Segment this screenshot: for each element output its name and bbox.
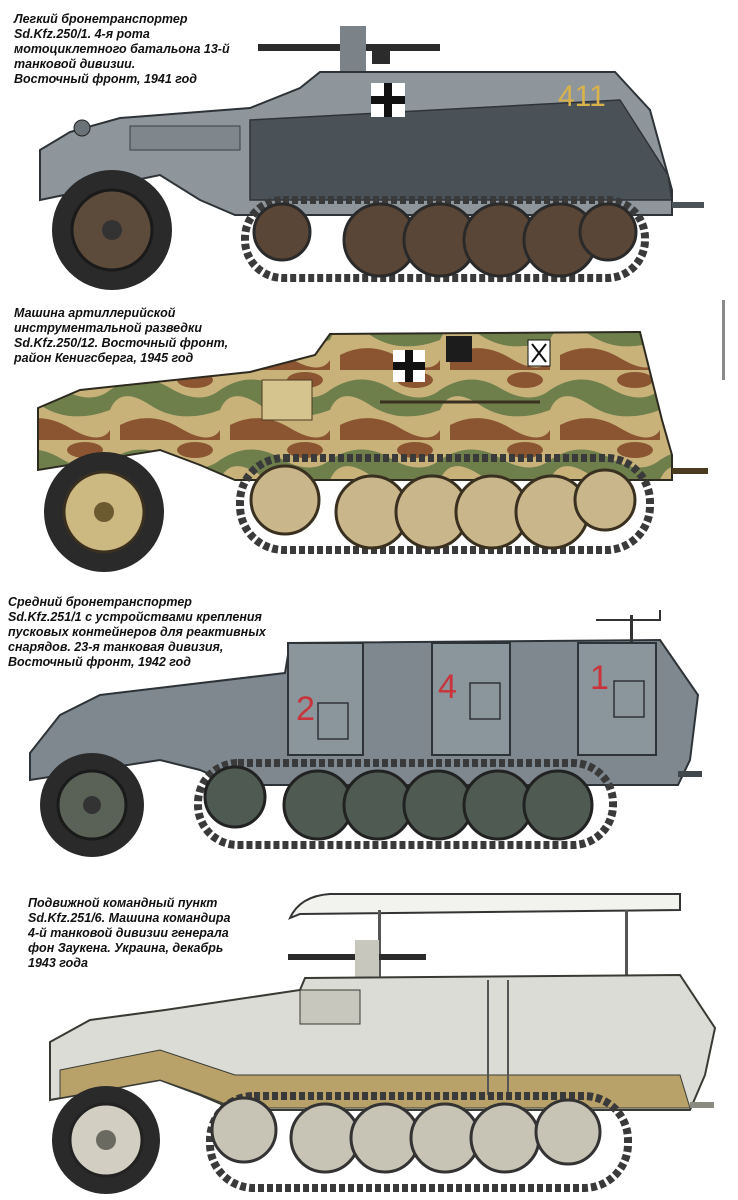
rack-number: 1 <box>590 659 609 697</box>
halftrack-250-12-illustration <box>37 330 708 572</box>
front-wheel <box>44 452 164 572</box>
halftrack-251-1-illustration: 2 4 1 <box>29 610 702 857</box>
machine-gun <box>258 26 440 74</box>
rocket-rack-left: 2 <box>287 642 364 756</box>
halftrack-251-6-illustration <box>49 893 717 1194</box>
vehicle-hull <box>37 330 708 481</box>
plate-caption: Машина артиллерийской инструментальной р… <box>14 306 229 365</box>
division-emblem <box>527 339 551 367</box>
balkenkreuz-insignia <box>371 83 405 117</box>
track-assembly <box>236 454 654 554</box>
front-wheel <box>52 170 172 290</box>
plate-sdkfz-250-12: Машина артиллерийской инструментальной р… <box>0 300 738 585</box>
plate-caption: Легкий бронетранспортер Sd.Kfz.250/1. 4-… <box>14 12 230 86</box>
machine-gun <box>288 940 426 978</box>
halftrack-250-1-illustration: 411 <box>39 26 704 290</box>
vehicle-hull <box>39 71 704 216</box>
rocket-rack-middle: 4 <box>431 642 511 756</box>
rack-number: 2 <box>296 690 315 728</box>
frame-antenna <box>288 893 681 990</box>
rack-number: 4 <box>438 668 457 706</box>
plate-caption: Подвижной командный пункт Sd.Kfz.251/6. … <box>28 896 231 970</box>
plate-caption: Средний бронетранспортер Sd.Kfz.251/1 с … <box>8 595 266 669</box>
page-edge-bar <box>722 300 725 380</box>
track-assembly <box>194 759 617 849</box>
plate-sdkfz-251-6: Подвижной командный пункт Sd.Kfz.251/6. … <box>0 870 738 1200</box>
balkenkreuz-insignia <box>393 350 425 382</box>
rocket-rack-right: 1 <box>577 642 657 756</box>
front-wheel <box>40 753 144 857</box>
track-assembly <box>241 196 649 282</box>
track-assembly <box>206 1092 632 1192</box>
plate-sdkfz-251-1: Средний бронетранспортер Sd.Kfz.251/1 с … <box>0 585 738 870</box>
hull-number: 411 <box>558 80 606 113</box>
front-wheel <box>52 1086 160 1194</box>
vehicle-hull <box>49 973 717 1111</box>
plate-sdkfz-250-1: Легкий бронетранспортер Sd.Kfz.250/1. 4-… <box>0 0 738 300</box>
